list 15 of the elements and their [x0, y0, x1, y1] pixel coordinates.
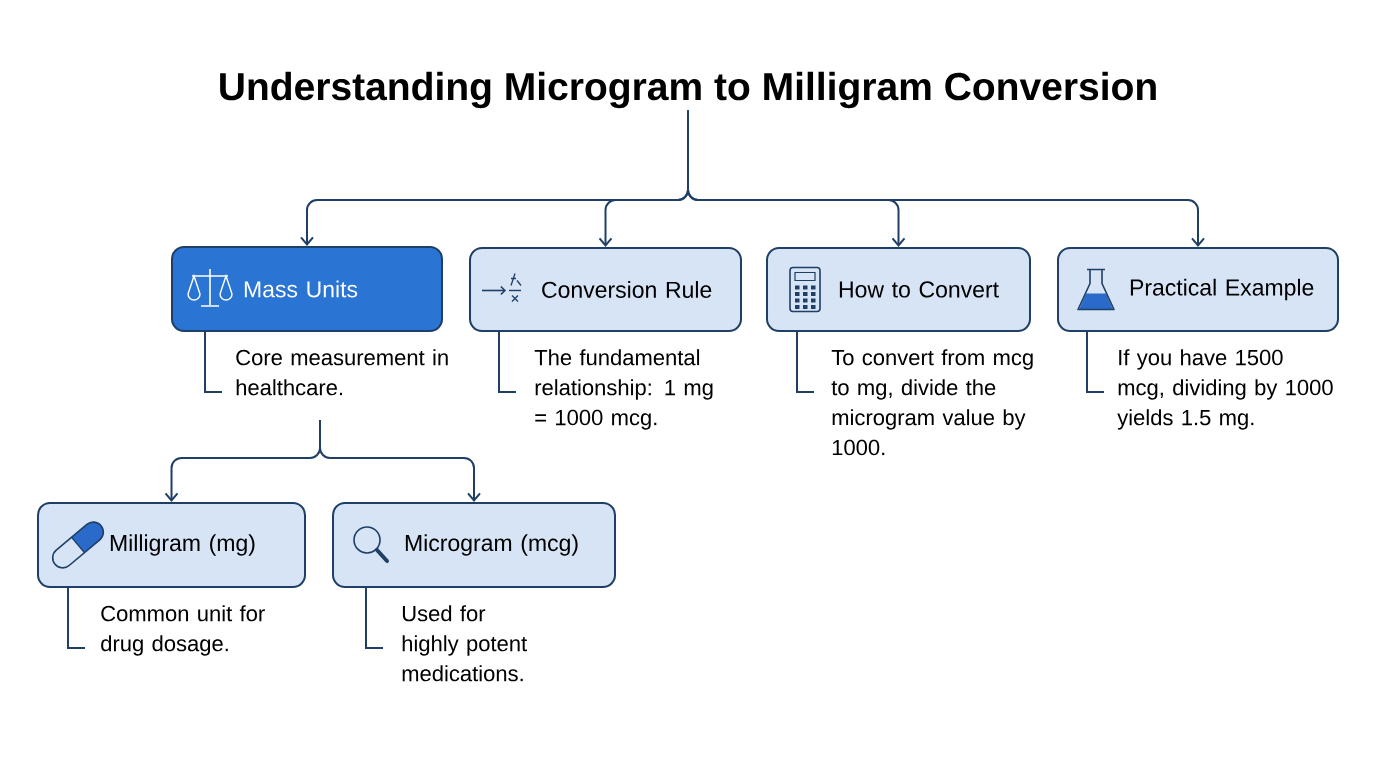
category-box: Practical Example — [1057, 247, 1339, 332]
category-box: How to Convert — [766, 247, 1031, 332]
description-text: Core measurement in healthcare. — [236, 349, 448, 396]
arrow — [687, 109, 1205, 247]
category-box: Milligram (mg) — [37, 502, 306, 588]
description-text: Common unit for drug dosage. — [101, 605, 265, 656]
category-box: Conversion Rule — [469, 247, 742, 332]
description-text: Used for highly potent medications. — [402, 605, 527, 682]
category-box: Microgram (mcg) — [332, 502, 616, 588]
description-text: If you have 1500 mcg, dividing by 1000 yields 1.5 mg. — [1117, 349, 1333, 430]
category-box: Mass Units — [171, 246, 443, 332]
arrow — [319, 419, 481, 502]
description-text: The fundamental relationship: 1 mg = 1000 mcg. — [534, 349, 713, 430]
description-text: To convert from mcg to mg, divide the microgram value by 1000. — [831, 349, 1033, 456]
title: Understanding Microgram to Milligram Conversion — [220, 71, 1156, 109]
